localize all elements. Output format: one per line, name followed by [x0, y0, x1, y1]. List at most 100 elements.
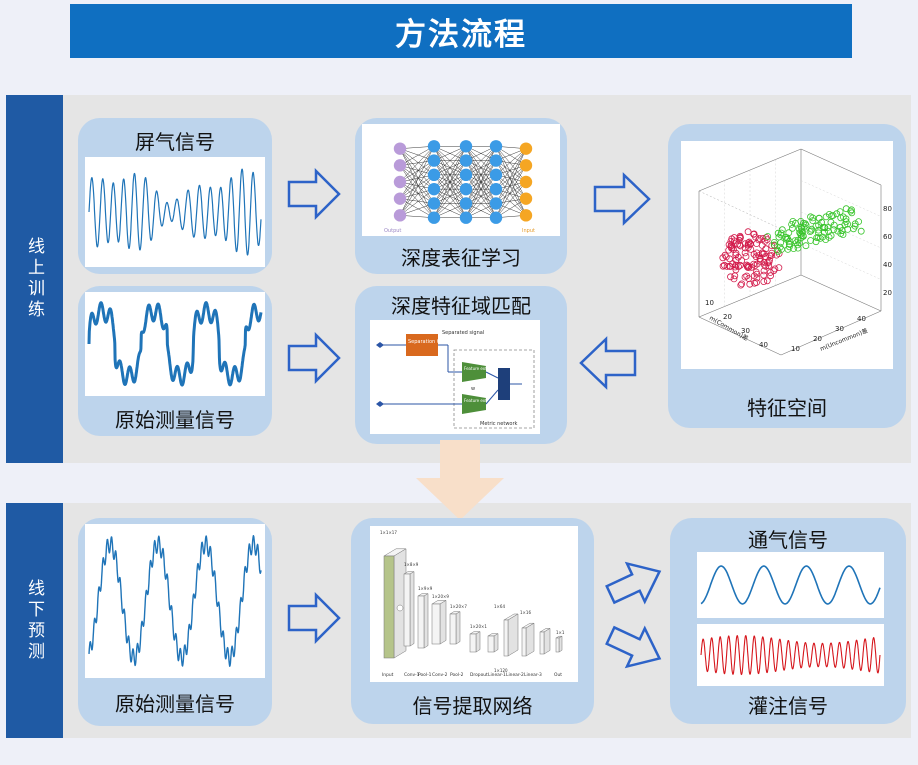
arrow-right-icon	[287, 168, 341, 220]
cnn-layer-label: Linear-1	[488, 672, 506, 678]
scatter-point	[760, 278, 768, 286]
scatter-point	[738, 280, 746, 288]
scatter-point	[752, 268, 760, 276]
scatter-point	[812, 238, 820, 246]
scatter-point	[744, 228, 752, 236]
scatter-point	[726, 255, 733, 263]
scatter-point	[794, 244, 802, 252]
scatter-point	[729, 260, 737, 268]
neuron-node	[459, 154, 473, 167]
arrow-up-right-icon	[605, 561, 662, 605]
cnn-layer-label: Linear-3	[524, 672, 542, 678]
scatter-point	[773, 251, 780, 259]
separation-cnn-text: Separation CNN	[408, 339, 448, 345]
y-tick-label: 30	[835, 325, 844, 333]
scatter-point	[755, 236, 762, 244]
cnn-dim-label: 1×20×7	[450, 604, 467, 609]
scatter-point	[731, 237, 738, 245]
scatter-point	[750, 272, 758, 280]
neuron-node	[393, 192, 407, 205]
y-tick-label: 40	[857, 315, 866, 323]
feature-cnn-bottom	[462, 394, 486, 414]
arrow-right-icon	[287, 592, 341, 644]
scatter-point	[743, 263, 751, 271]
scatter-point	[725, 241, 733, 248]
cnn-dim-label: 1×1	[556, 630, 565, 635]
scatter-point	[770, 241, 778, 249]
neuron-node	[519, 159, 533, 172]
waveform-line	[88, 535, 262, 667]
scatter-point	[850, 225, 857, 233]
raw-signal-label-training: 原始测量信号	[115, 408, 235, 432]
scatter-point	[728, 244, 735, 252]
scatter-point	[786, 243, 793, 251]
domain-match-diagram: Separation CNN Separated signal Feature …	[376, 330, 535, 429]
scatter-point	[767, 272, 774, 280]
metric-network-text: Metric network	[480, 421, 518, 427]
scatter-point	[741, 273, 749, 281]
scatter-point	[732, 249, 740, 257]
cnn-layer-block	[403, 573, 411, 647]
raw-signal-waveform-prediction	[88, 535, 262, 667]
scatter-point	[732, 261, 740, 269]
waveform-line	[700, 635, 881, 676]
waveform-line	[88, 168, 262, 256]
arrow-left-icon	[579, 336, 637, 390]
scatter-point	[847, 207, 855, 215]
cnn-dim-label: 1×16	[520, 610, 531, 615]
z-tick-label: 20	[883, 289, 892, 297]
scatter-point	[818, 218, 826, 226]
scatter-point	[730, 275, 738, 283]
cnn-layer-block	[503, 619, 509, 657]
neuron-node	[427, 140, 441, 153]
scatter-point	[745, 275, 753, 282]
neuron-node	[427, 211, 441, 224]
scatter-point	[828, 212, 836, 220]
scatter-point	[855, 218, 863, 225]
scatter-point	[819, 224, 827, 231]
cnn-layer-block	[539, 631, 545, 655]
scatter-point	[742, 253, 750, 260]
cnn-layer-block	[521, 627, 527, 657]
scatter-point	[760, 271, 768, 279]
x-tick-label: 20	[723, 313, 732, 321]
scatter-point	[813, 234, 821, 241]
scatter-point	[788, 221, 795, 228]
scatter-point	[838, 227, 846, 234]
scatter-point	[736, 261, 744, 269]
scatter-point	[775, 233, 783, 241]
cnn-layer-block	[417, 595, 425, 649]
scatter-point	[727, 273, 734, 281]
scatter-point	[764, 233, 772, 240]
breath-signal-label: 屏气信号	[135, 130, 215, 154]
scatter-point	[807, 237, 815, 244]
scatter-point	[736, 232, 744, 240]
neuron-node	[459, 197, 473, 210]
perfusion-label: 灌注信号	[748, 694, 828, 718]
scatter-point	[756, 235, 763, 242]
metric-network-box	[453, 349, 535, 429]
scatter-point	[774, 229, 782, 237]
z-tick-label: 60	[883, 233, 892, 241]
raw-signal-label-prediction: 原始测量信号	[115, 692, 235, 716]
scatter-point	[719, 262, 727, 270]
cnn-dim-label: 1×9×9	[418, 586, 433, 591]
scatter-point	[761, 261, 768, 269]
cnn-layer-label: Input	[382, 672, 394, 678]
scatter-point	[766, 252, 774, 260]
scatter-point	[759, 235, 767, 242]
scatter-point	[791, 237, 799, 244]
cnn-dim-label: 1×1×17	[380, 530, 397, 535]
breath-signal-waveform	[88, 168, 262, 256]
neuron-node	[519, 209, 533, 222]
transfer-arrow-down-icon	[416, 440, 504, 520]
scatter-point	[842, 215, 850, 223]
scatter-point	[770, 267, 778, 275]
neuron-node	[489, 211, 503, 224]
scatter-point	[786, 241, 793, 248]
scatter-point	[753, 279, 760, 286]
y-tick-label: 10	[791, 345, 800, 353]
